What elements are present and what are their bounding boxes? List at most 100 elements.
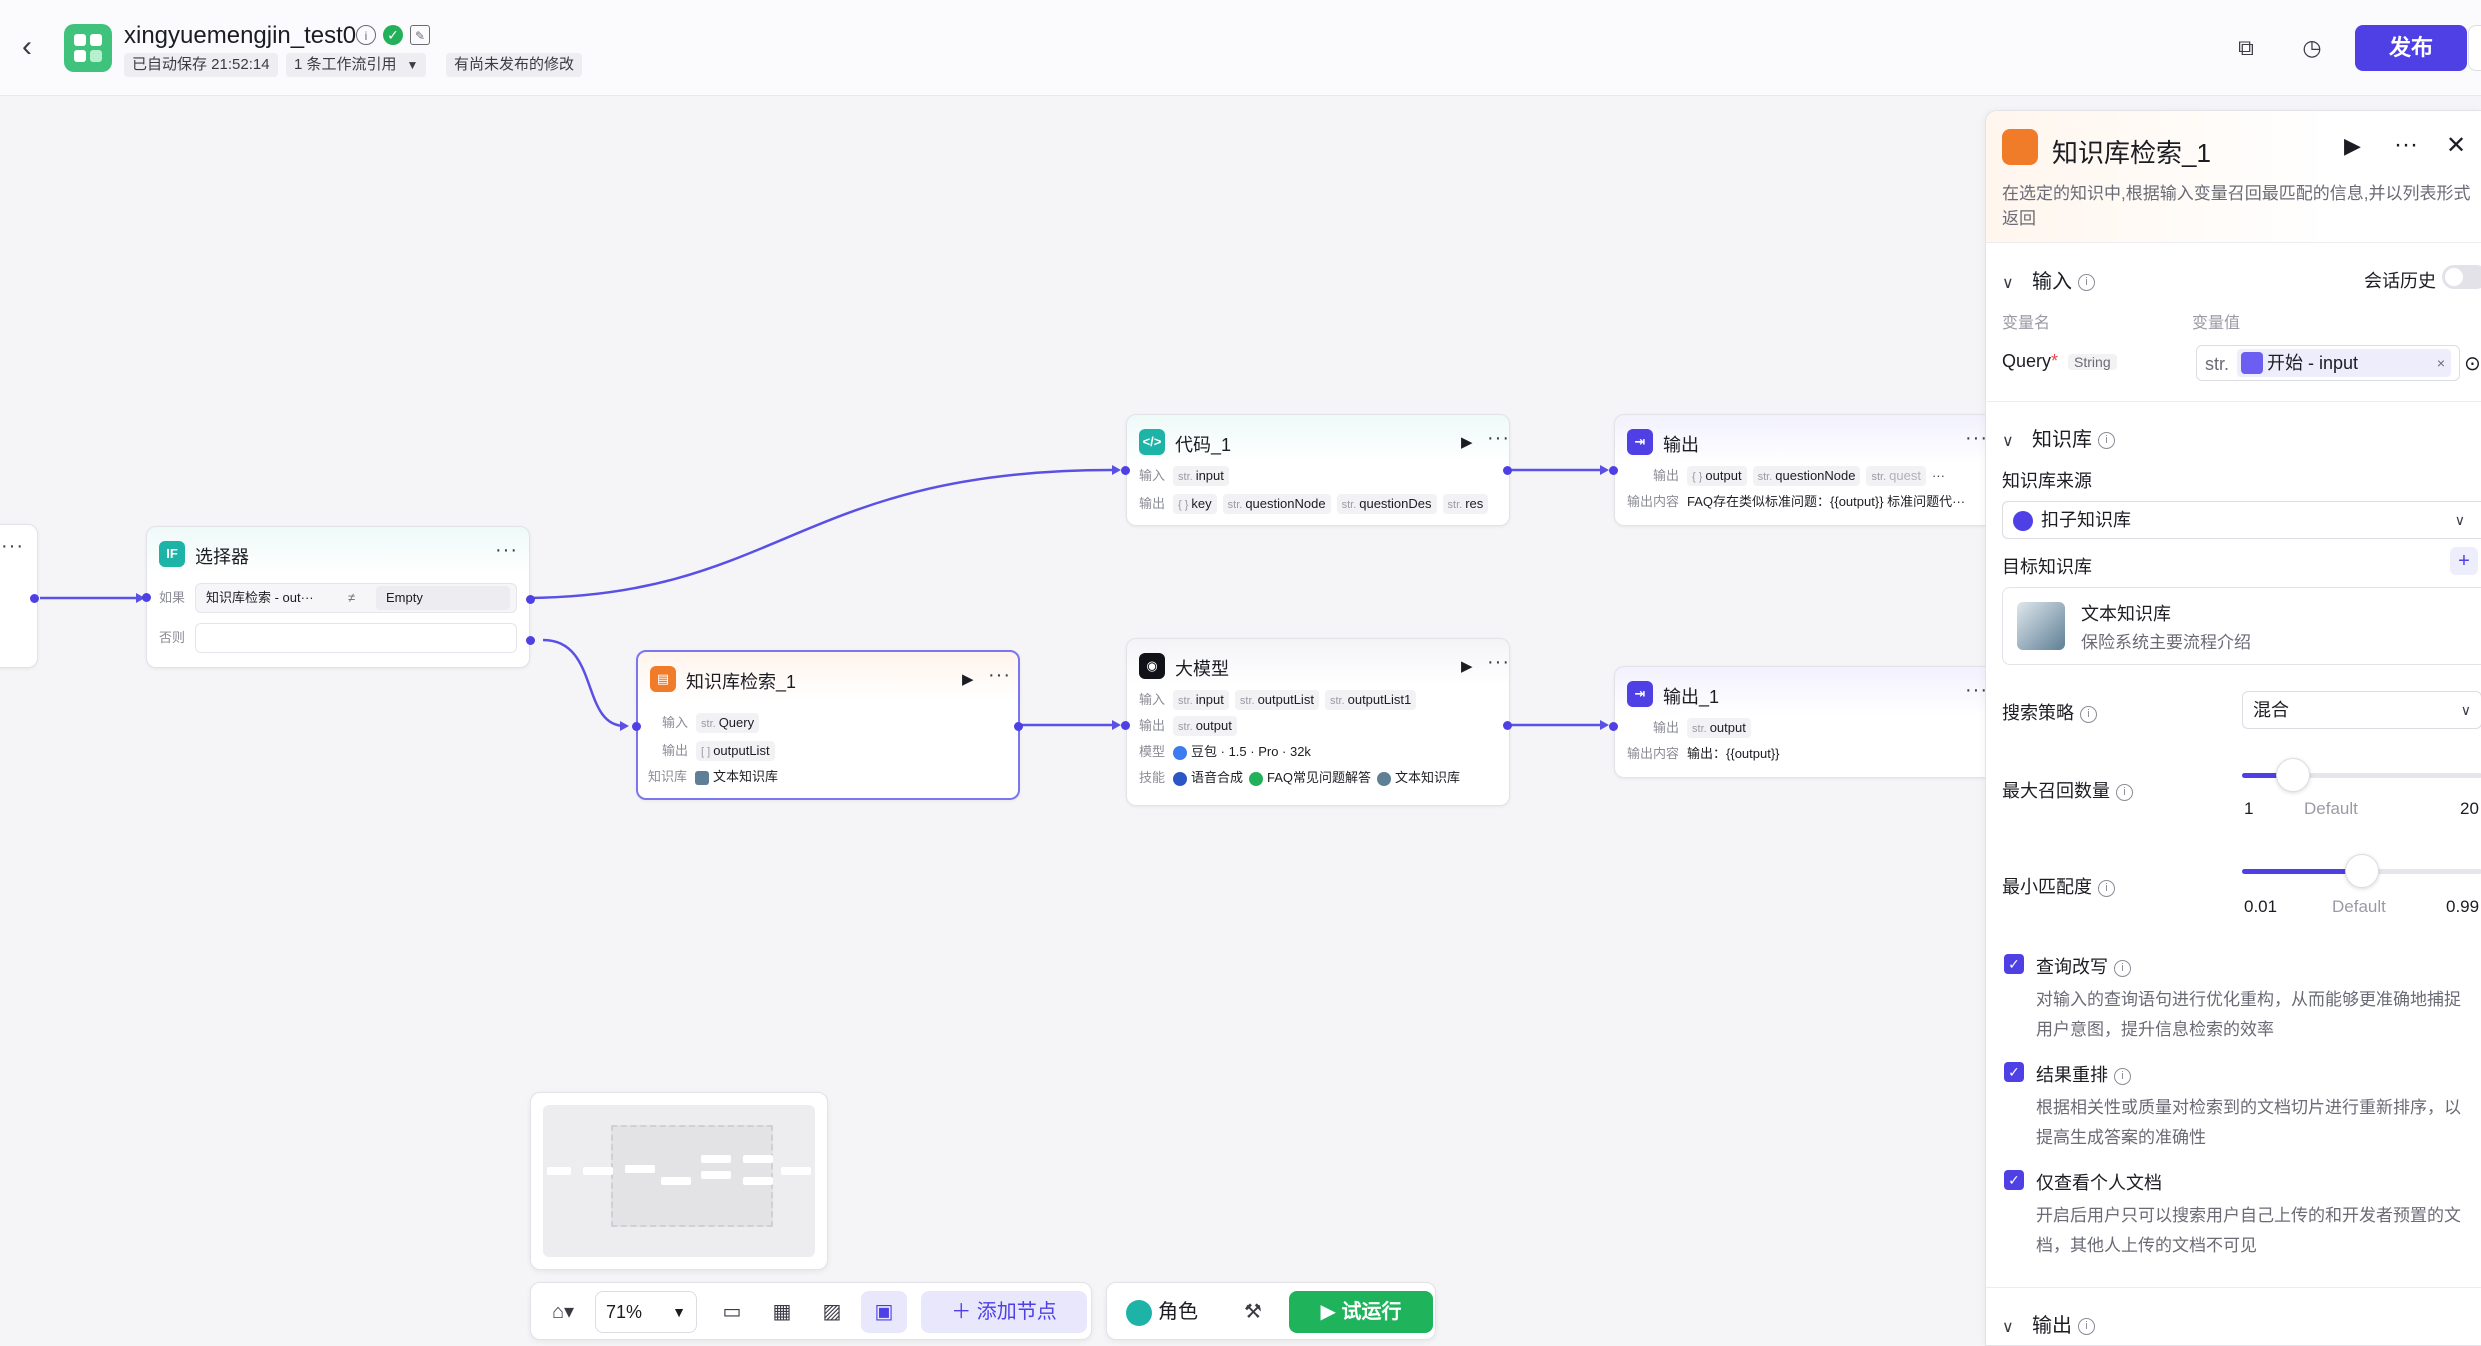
strategy-value: 混合 bbox=[2253, 700, 2289, 720]
more-icon[interactable]: ··· bbox=[1965, 679, 1988, 701]
query-value-field[interactable]: str. 开始 - input× bbox=[2196, 345, 2460, 381]
comment-icon[interactable]: ▭ bbox=[722, 1301, 742, 1323]
more-icon[interactable]: ··· bbox=[1487, 651, 1510, 673]
port-out[interactable] bbox=[1014, 722, 1023, 731]
info-icon[interactable]: i bbox=[2080, 705, 2097, 723]
kb-card[interactable]: 文本知识库 保险系统主要流程介绍 bbox=[2002, 587, 2481, 665]
port-out-else[interactable] bbox=[526, 636, 535, 645]
divider bbox=[1986, 1287, 2481, 1288]
variable-icon[interactable]: ⊙ bbox=[2464, 353, 2481, 375]
back-arrow-icon[interactable]: ‹ bbox=[22, 30, 32, 63]
info-icon[interactable]: i bbox=[2078, 1318, 2095, 1336]
wrench-icon[interactable]: ⚒ bbox=[1244, 1301, 1262, 1323]
label-text: 查询改写 bbox=[2036, 957, 2108, 977]
info-icon[interactable]: i bbox=[2116, 783, 2133, 801]
panel-title[interactable]: 知识库检索_1 bbox=[2052, 138, 2211, 168]
slider-handle[interactable] bbox=[2275, 758, 2310, 792]
rerank-checkbox[interactable]: ✓ bbox=[2004, 1062, 2024, 1082]
more-icon[interactable]: ··· bbox=[988, 664, 1011, 686]
port-out[interactable] bbox=[1503, 721, 1512, 730]
clear-icon[interactable]: × bbox=[2436, 355, 2445, 371]
workflow-ref-dropdown[interactable]: 1 条工作流引用▼ bbox=[286, 53, 427, 77]
value-prefix: str. bbox=[2205, 354, 2230, 374]
edge-arrow bbox=[1600, 465, 1609, 475]
port-in[interactable] bbox=[142, 593, 151, 602]
port-in[interactable] bbox=[632, 722, 641, 731]
condition-row[interactable]: 知识库检索 - out··· ≠ Empty bbox=[195, 583, 517, 613]
more-icon[interactable]: ··· bbox=[1487, 427, 1510, 449]
label-text: 结果重排 bbox=[2036, 1065, 2108, 1085]
layout-grid-icon[interactable]: ▦ bbox=[772, 1301, 792, 1323]
kb-source-select[interactable]: 扣子知识库∨ bbox=[2002, 501, 2481, 539]
port-in[interactable] bbox=[1121, 721, 1130, 730]
role-button[interactable]: 角色 bbox=[1117, 1291, 1207, 1333]
mouse-mode-icon[interactable]: ⌂▾ bbox=[551, 1301, 575, 1323]
more-icon[interactable]: ··· bbox=[1965, 427, 1988, 449]
port-out-if[interactable] bbox=[526, 595, 535, 604]
close-icon[interactable]: ✕ bbox=[2446, 132, 2467, 159]
port-in[interactable] bbox=[1609, 466, 1618, 475]
port-in[interactable] bbox=[1609, 722, 1618, 731]
content-label: 输出内容 bbox=[1627, 746, 1680, 761]
publish-button[interactable]: 发布 bbox=[2355, 25, 2467, 71]
info-icon[interactable]: i bbox=[2114, 959, 2131, 977]
zoom-select[interactable]: 71%▼ bbox=[595, 1291, 697, 1333]
else-row[interactable] bbox=[195, 623, 517, 653]
out-label: 输出 bbox=[1653, 720, 1680, 735]
run-icon[interactable]: ▶ bbox=[2344, 133, 2361, 158]
min-match-slider[interactable] bbox=[2242, 854, 2481, 888]
out-label: 输出 bbox=[1139, 496, 1166, 511]
minimap-node bbox=[583, 1167, 613, 1175]
run-icon[interactable]: ▶ bbox=[962, 671, 974, 688]
chat-history-toggle[interactable] bbox=[2442, 265, 2481, 289]
more-button-edge[interactable] bbox=[2468, 25, 2481, 71]
history-icon[interactable]: ◷ bbox=[2302, 35, 2322, 60]
max-recall-slider[interactable] bbox=[2242, 758, 2481, 792]
skill-name: 文本知识库 bbox=[1395, 770, 1461, 785]
info-icon[interactable]: i bbox=[2098, 879, 2115, 897]
llm-icon: ◉ bbox=[1139, 653, 1165, 679]
port-out[interactable] bbox=[1503, 466, 1512, 475]
info-icon[interactable]: i bbox=[2114, 1067, 2131, 1085]
add-node-button[interactable]: ＋ 添加节点 bbox=[921, 1291, 1087, 1333]
info-icon[interactable]: i bbox=[2098, 432, 2115, 450]
slider-handle[interactable] bbox=[2345, 854, 2379, 888]
value-ref-chip[interactable]: 开始 - input× bbox=[2237, 349, 2451, 377]
minimap-viewport[interactable] bbox=[611, 1125, 773, 1227]
node-start[interactable]: ··· bbox=[0, 524, 39, 668]
more-icon[interactable]: ··· bbox=[495, 539, 518, 561]
max-recall-max: 20 bbox=[2460, 799, 2479, 818]
more-icon[interactable]: ··· bbox=[2394, 131, 2418, 158]
strategy-select[interactable]: 混合∨ bbox=[2242, 691, 2481, 729]
info-icon[interactable]: i bbox=[356, 25, 376, 45]
image-icon[interactable]: ▨ bbox=[822, 1301, 842, 1323]
port-in[interactable] bbox=[1121, 466, 1130, 475]
copy-icon[interactable]: ⧉ bbox=[2238, 35, 2254, 60]
cond-left: 知识库检索 - out··· bbox=[206, 590, 314, 605]
more-icon[interactable]: ··· bbox=[1, 535, 24, 557]
info-icon[interactable]: i bbox=[2078, 274, 2095, 292]
rewrite-checkbox[interactable]: ✓ bbox=[2004, 954, 2024, 974]
minimap-toggle-icon[interactable]: ▣ bbox=[861, 1291, 907, 1333]
run-icon[interactable]: ▶ bbox=[1461, 434, 1473, 451]
run-icon[interactable]: ▶ bbox=[1461, 658, 1473, 675]
port-out[interactable] bbox=[30, 594, 39, 603]
var-pill: str.outputList1 bbox=[1324, 690, 1417, 710]
personal-checkbox[interactable]: ✓ bbox=[2004, 1170, 2024, 1190]
workflow-canvas[interactable]: ··· IF 选择器 ··· 如果 知识库检索 - out··· ≠ Empty… bbox=[0, 96, 1998, 1346]
node-selector[interactable]: IF 选择器 ··· 如果 知识库检索 - out··· ≠ Empty 否则 bbox=[142, 526, 535, 668]
chevron-down-icon: ∨ bbox=[2002, 1319, 2014, 1336]
trial-run-button[interactable]: ▶ 试运行 bbox=[1289, 1291, 1433, 1333]
kb-name: 文本知识库 bbox=[713, 769, 779, 784]
add-kb-icon[interactable]: + bbox=[2450, 547, 2478, 575]
minimap[interactable] bbox=[530, 1092, 828, 1270]
edit-icon[interactable]: ✎ bbox=[410, 25, 430, 45]
